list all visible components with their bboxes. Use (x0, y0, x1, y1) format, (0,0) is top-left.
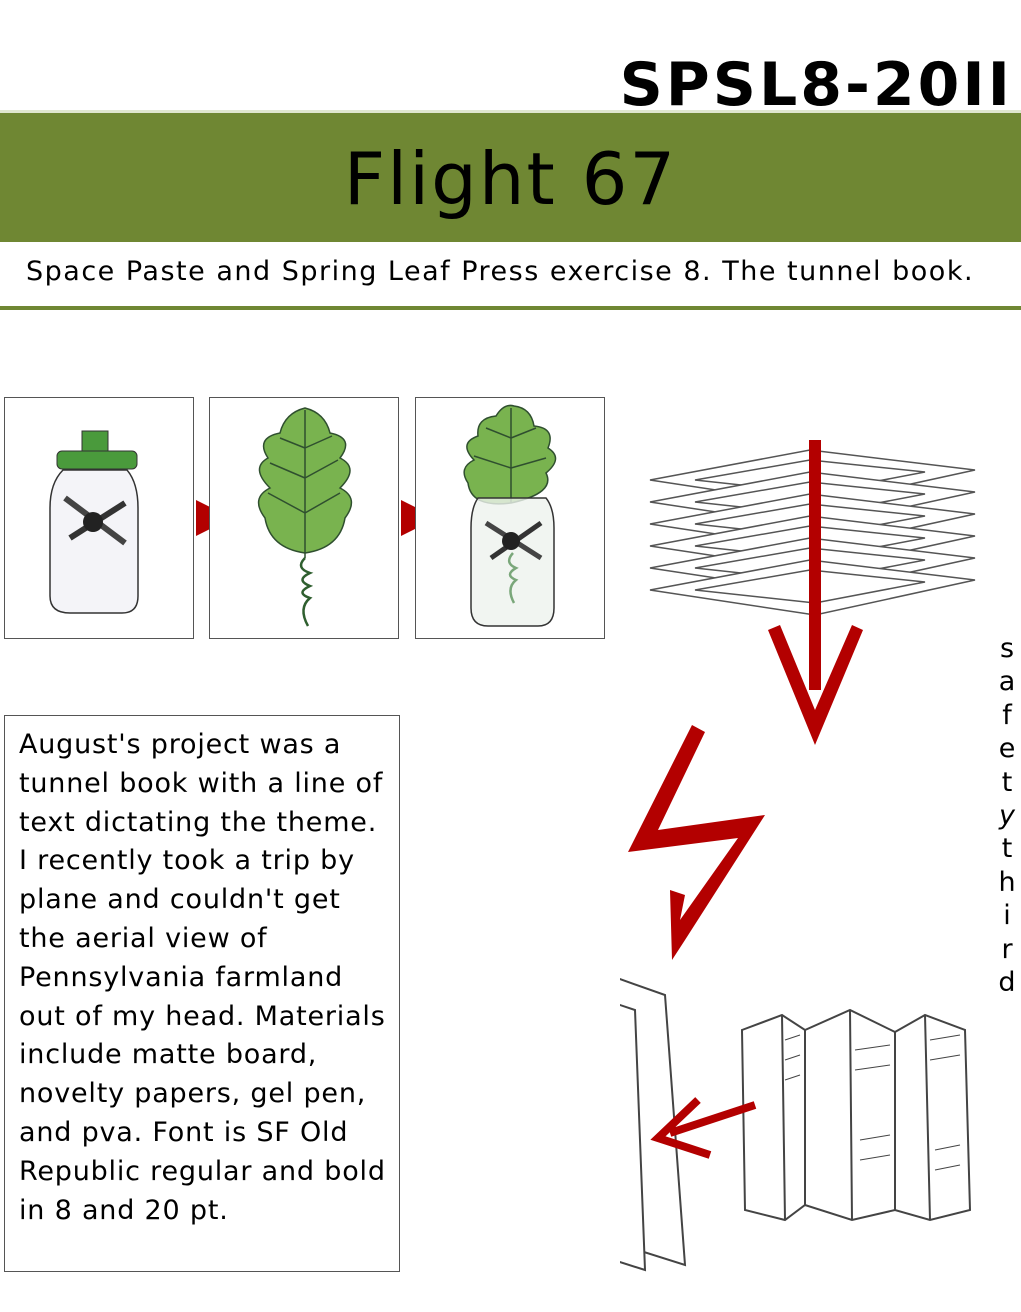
panel-leaf (209, 397, 399, 639)
arrow-left-icon (650, 1097, 757, 1159)
vertical-letter: d (998, 967, 1016, 999)
panel-jar (4, 397, 194, 639)
subtitle: Space Paste and Spring Leaf Press exerci… (26, 256, 975, 287)
page-title: Flight 67 (343, 137, 678, 221)
jar-illustration (49, 430, 139, 614)
title-band: Flight 67 (0, 110, 1021, 242)
tunnel-book-front-icon (620, 978, 687, 1272)
divider (0, 306, 1021, 310)
vertical-letter: h (998, 866, 1016, 898)
vertical-letter: t (1001, 766, 1013, 798)
vertical-letter: s (999, 633, 1015, 664)
vertical-text: s a f e t y t h i r d (992, 632, 1021, 999)
arrow-down-icon (768, 440, 863, 745)
leaf-in-jar-illustration (463, 404, 557, 627)
vertical-letter: t (1001, 833, 1013, 865)
vertical-letter: r (1001, 933, 1013, 965)
vertical-letter: i (1003, 900, 1011, 932)
vertical-letter: e (998, 733, 1016, 765)
description-box: August's project was a tunnel book with … (4, 715, 400, 1272)
vertical-letter: y (999, 800, 1015, 832)
vertical-letter: a (998, 666, 1016, 698)
accordion-icon (740, 1008, 972, 1222)
tunnel-book-diagram (620, 440, 976, 1272)
vertical-letter: f (1002, 699, 1012, 731)
lightning-arrow-icon (628, 725, 765, 960)
project-code: SPSL8-20II (619, 50, 1013, 120)
oak-leaf-illustration (257, 407, 353, 627)
panel-leaf-in-jar (415, 397, 605, 639)
